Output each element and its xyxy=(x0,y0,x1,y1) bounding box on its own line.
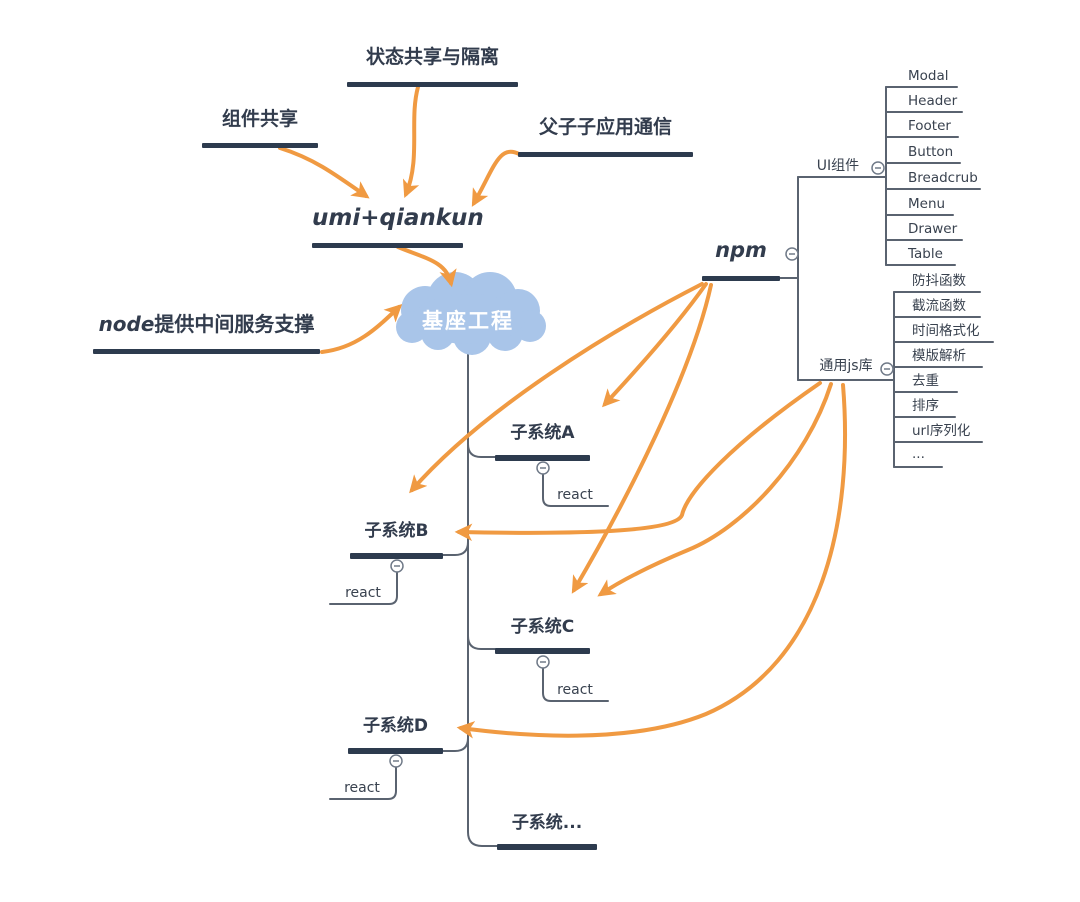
js-item-debounce[interactable]: 防抖函数 xyxy=(912,273,966,289)
subsystem-d-toggle[interactable] xyxy=(389,754,403,768)
node-npm[interactable]: npm xyxy=(715,238,767,262)
node-node-support[interactable]: node提供中间服务支撑 xyxy=(93,312,320,336)
node-react-d[interactable]: react xyxy=(344,780,380,796)
node-parent-child-comm[interactable]: 父子子应用通信 xyxy=(538,116,672,138)
arrow-umi-to-base xyxy=(396,245,457,288)
js-item-throttle[interactable]: 截流函数 xyxy=(912,298,966,314)
node-support-suffix: 提供中间服务支撑 xyxy=(154,312,315,336)
connector-subsystem-c xyxy=(467,635,496,650)
subsystem-a-toggle[interactable] xyxy=(536,461,550,475)
ui-item-button[interactable]: Button xyxy=(908,144,954,160)
node-react-a[interactable]: react xyxy=(557,487,593,503)
node-subsystem-c-bar xyxy=(495,648,590,654)
node-support-prefix: node xyxy=(98,312,155,336)
cloud-shape xyxy=(396,272,546,355)
node-node-support-bar xyxy=(93,349,320,354)
arrow-jslib-to-subsystem-c xyxy=(597,382,833,597)
node-subsystem-more[interactable]: 子系统... xyxy=(511,813,583,833)
ui-item-menu[interactable]: Menu xyxy=(908,196,946,212)
connector-subsystem-b xyxy=(442,541,469,556)
node-npm-bar xyxy=(702,276,780,281)
node-subsystem-a[interactable]: 子系统A xyxy=(510,423,575,443)
node-subsystem-d[interactable]: 子系统D xyxy=(362,716,429,736)
ui-item-breadcrub[interactable]: Breadcrub xyxy=(908,170,978,186)
node-component-sharing[interactable]: 组件共享 xyxy=(221,108,298,130)
collapse-toggles xyxy=(389,161,894,768)
arrow-npm-to-subsystem-c xyxy=(571,283,713,594)
arrow-parentcomm-to-umi xyxy=(471,149,521,207)
js-item-timeformat[interactable]: 时间格式化 xyxy=(912,323,980,339)
js-item-dedupe[interactable]: 去重 xyxy=(912,373,939,389)
node-react-b[interactable]: react xyxy=(345,585,381,601)
node-parent-child-comm-bar xyxy=(518,152,693,157)
node-subsystem-b[interactable]: 子系统B xyxy=(364,521,429,541)
js-lib-toggle[interactable] xyxy=(880,362,894,376)
connector-react-a xyxy=(542,473,609,507)
js-item-sort[interactable]: 排序 xyxy=(912,398,939,414)
node-state-sharing[interactable]: 状态共享与隔离 xyxy=(365,46,499,68)
node-umi-qiankun-bar xyxy=(312,243,463,248)
ui-item-footer[interactable]: Footer xyxy=(908,118,951,134)
connector-react-c xyxy=(542,667,609,702)
arrow-jslib-to-subsystem-d xyxy=(456,383,847,739)
arrow-jslib-to-subsystem-b xyxy=(454,381,822,542)
js-item-ellipsis[interactable]: ... xyxy=(912,446,925,462)
connector-subsystem-a xyxy=(467,443,496,458)
node-ui-components[interactable]: UI组件 xyxy=(816,158,860,174)
node-js-lib[interactable]: 通用js库 xyxy=(819,358,873,374)
arrow-statesharing-to-umi xyxy=(402,85,420,199)
arrow-npm-to-subsystem-a xyxy=(602,282,708,408)
node-subsystem-more-bar xyxy=(497,844,597,850)
gray-connectors xyxy=(329,86,994,847)
connector-subsystem-d xyxy=(442,737,469,752)
connector-spine xyxy=(467,349,498,847)
ui-components-toggle[interactable] xyxy=(871,161,885,175)
connector-react-b xyxy=(329,571,398,605)
connector-react-d xyxy=(329,766,397,800)
node-subsystem-d-bar xyxy=(348,748,443,754)
node-subsystem-a-bar xyxy=(495,455,590,461)
npm-toggle[interactable] xyxy=(785,247,799,261)
ui-item-header[interactable]: Header xyxy=(908,93,958,109)
js-item-urlserial[interactable]: url序列化 xyxy=(912,423,971,439)
node-react-c[interactable]: react xyxy=(557,682,593,698)
orange-arrows xyxy=(278,85,847,739)
ui-item-table[interactable]: Table xyxy=(908,246,943,262)
js-item-template[interactable]: 模版解析 xyxy=(912,348,966,364)
subsystem-c-toggle[interactable] xyxy=(536,655,550,669)
arrow-componentshare-to-umi xyxy=(278,146,370,199)
node-component-sharing-bar xyxy=(202,143,318,148)
node-umi-qiankun[interactable]: umi+qiankun xyxy=(312,205,484,231)
node-subsystem-c[interactable]: 子系统C xyxy=(510,617,575,637)
arrow-npm-to-subsystem-b xyxy=(409,282,704,494)
subsystem-b-toggle[interactable] xyxy=(390,559,404,573)
arrow-node-to-base xyxy=(320,303,403,354)
node-subsystem-b-bar xyxy=(350,553,443,559)
node-state-sharing-bar xyxy=(347,82,518,87)
node-base-project[interactable]: 基座工程 xyxy=(422,309,514,333)
ui-item-modal[interactable]: Modal xyxy=(908,68,949,84)
ui-item-drawer[interactable]: Drawer xyxy=(908,221,958,237)
